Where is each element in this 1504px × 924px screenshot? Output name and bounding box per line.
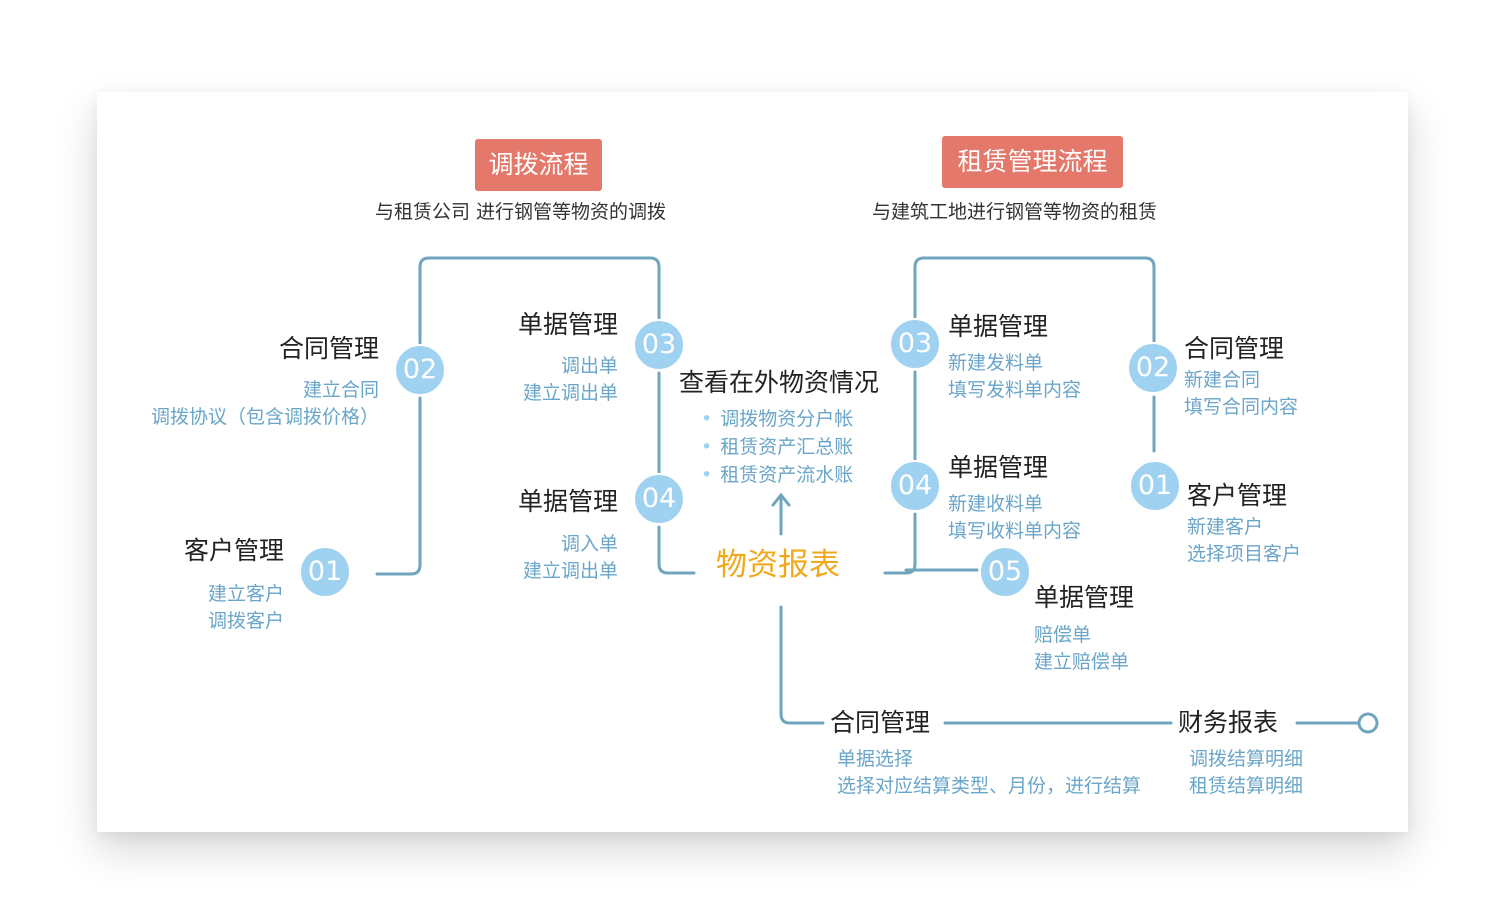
left-node-02: 02	[394, 344, 446, 396]
line-center-bottom	[779, 605, 825, 725]
left-02-title: 合同管理	[278, 334, 379, 363]
end-circle	[1357, 712, 1379, 734]
right-banner-desc: 与建筑工地进行钢管等物资的租赁	[872, 201, 1158, 223]
right-02-title: 合同管理	[1184, 334, 1285, 363]
right-05-title: 单据管理	[1034, 583, 1135, 612]
line-left-01-02	[375, 396, 422, 576]
left-04-details: 调入单建立调出单	[522, 533, 618, 582]
left-01-details: 建立客户调拨客户	[207, 583, 284, 632]
right-04-details: 新建收料单填写收料单内容	[948, 493, 1082, 542]
bottom-finance-details: 调拨结算明细租赁结算明细	[1189, 748, 1304, 797]
right-04-title: 单据管理	[948, 453, 1049, 482]
right-node-01: 01	[1129, 460, 1181, 512]
left-node-01: 01	[299, 546, 351, 598]
left-banner-desc: 与租赁公司 进行钢管等物资的调拨	[375, 201, 667, 223]
left-03-title: 单据管理	[517, 310, 618, 339]
left-02-details: 建立合同调拨协议（包含调拨价格）	[150, 379, 379, 428]
line-right-03-02	[913, 256, 1156, 343]
left-node-03: 03	[633, 319, 685, 371]
line-left-04-center	[657, 525, 696, 575]
right-02-details: 新建合同填写合同内容	[1184, 369, 1299, 418]
right-node-02: 02	[1127, 342, 1179, 394]
right-03-title: 单据管理	[948, 312, 1049, 341]
left-01-title: 客户管理	[183, 536, 284, 565]
line-right-center-04	[883, 512, 917, 575]
center-bullets: 调拨物资分户帐租赁资产汇总账租赁资产流水账	[701, 405, 853, 489]
left-03-details: 调出单建立调出单	[522, 355, 618, 404]
left-04-title: 单据管理	[517, 487, 618, 516]
center-view-title: 查看在外物资情况	[679, 368, 880, 397]
arrow-up-head	[771, 492, 791, 507]
right-03-details: 新建发料单填写发料单内容	[948, 352, 1082, 401]
left-banner: 调拨流程	[475, 139, 602, 191]
right-node-03: 03	[889, 318, 941, 370]
bottom-finance-title: 财务报表	[1178, 708, 1279, 737]
right-01-title: 客户管理	[1187, 481, 1288, 510]
line-left-02-03	[418, 256, 661, 345]
bottom-contract-details: 单据选择选择对应结算类型、月份，进行结算	[837, 748, 1142, 797]
right-node-04: 04	[889, 460, 941, 512]
center-label: 物资报表	[716, 547, 840, 583]
right-banner: 租赁管理流程	[942, 136, 1123, 188]
bottom-contract-title: 合同管理	[830, 708, 931, 737]
right-05-details: 赔偿单建立赔偿单	[1034, 624, 1130, 673]
right-01-details: 新建客户选择项目客户	[1187, 516, 1302, 565]
right-node-05: 05	[979, 546, 1031, 598]
left-node-04: 04	[633, 473, 685, 525]
